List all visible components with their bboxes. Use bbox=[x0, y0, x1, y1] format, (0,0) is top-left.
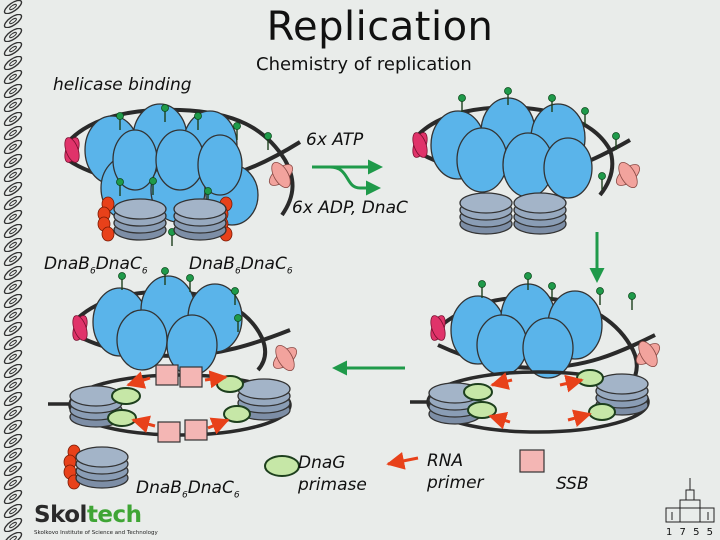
panel-primase-binding bbox=[410, 271, 664, 434]
university-building-emblem bbox=[665, 478, 715, 523]
page-title: Replication bbox=[266, 4, 494, 50]
legend-ssb-symbol bbox=[519, 449, 545, 473]
legend-primer-symbol bbox=[386, 451, 419, 470]
legend-complex-symbol bbox=[63, 444, 129, 490]
decorative-chain-border bbox=[0, 0, 26, 540]
label-adp-dnac: 6x ADP, DnaC bbox=[292, 198, 408, 218]
panel-primer-synthesis bbox=[48, 266, 301, 443]
label-complex-left: DnaB6DnaC6 bbox=[44, 254, 148, 277]
skoltech-logo: Skoltech Skolkovo Institute of Science a… bbox=[34, 502, 158, 536]
page-subtitle: Chemistry of replication bbox=[256, 54, 472, 75]
legend-ssb-label: SSB bbox=[556, 474, 589, 494]
step-title-helicase-binding: helicase binding bbox=[53, 75, 192, 95]
footer-year: 1 7 5 5 bbox=[666, 527, 715, 538]
legend-primase-symbol bbox=[264, 455, 300, 477]
atp-reaction-arrow bbox=[312, 159, 383, 196]
label-complex-right: DnaB6DnaC6 bbox=[189, 254, 293, 277]
panel-helicase-loaded bbox=[409, 86, 644, 235]
label-atp: 6x ATP bbox=[306, 130, 364, 150]
legend-complex-label: DnaB6DnaC6 bbox=[136, 478, 240, 501]
panel-helicase-binding bbox=[61, 103, 302, 247]
